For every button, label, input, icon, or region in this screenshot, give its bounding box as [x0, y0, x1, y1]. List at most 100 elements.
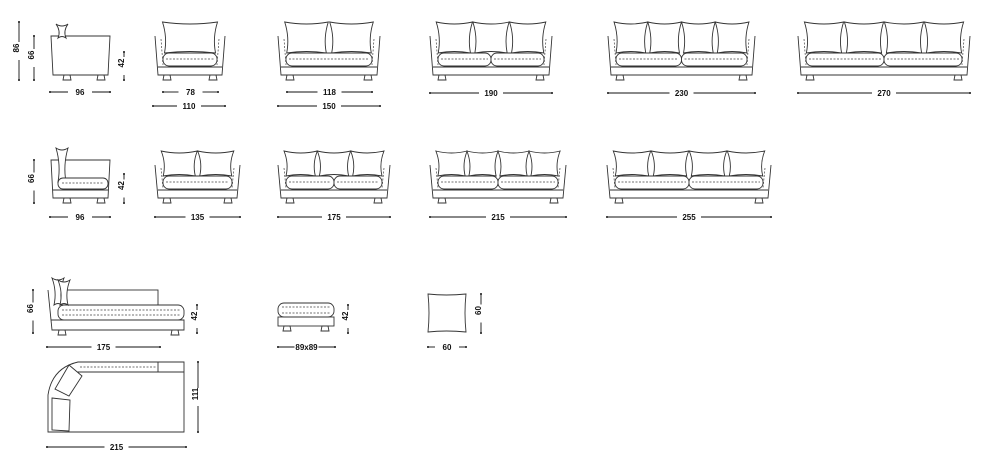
sofa-frame	[607, 35, 756, 76]
back-pillow	[726, 150, 766, 177]
foot	[162, 197, 172, 204]
dimension-label: 110	[183, 102, 196, 111]
dimension-tick	[224, 105, 226, 107]
dimension-tick	[379, 105, 381, 107]
dimension-height: 42	[190, 304, 199, 334]
dimension-tick	[754, 92, 756, 94]
dimension-tick	[334, 346, 336, 348]
seat-cushion	[883, 52, 963, 67]
dimension-label: 255	[682, 213, 696, 222]
dimension-label: 42	[341, 311, 350, 320]
foot	[96, 74, 106, 81]
dimension-tick	[109, 216, 111, 218]
chaise-side-view	[47, 276, 185, 336]
dimension-label: 111	[191, 387, 200, 400]
sofa-frame	[277, 35, 381, 76]
dimension-tick	[286, 91, 288, 93]
dimension-label: 42	[190, 311, 199, 320]
foot	[282, 325, 292, 332]
seat-cushion	[437, 175, 499, 190]
dimension-tick	[33, 202, 35, 204]
sofa-230-front	[607, 21, 756, 81]
seat-cushion	[614, 175, 690, 190]
dimension-tick	[123, 202, 125, 204]
dimension-tick	[217, 91, 219, 93]
dimension-tick	[347, 332, 349, 334]
back-pillow	[316, 150, 352, 177]
dimension-tick	[607, 92, 609, 94]
dimension-tick	[606, 216, 608, 218]
dimension-height: 111	[191, 361, 200, 433]
dimension-label: 118	[323, 88, 336, 97]
dimension-width: 175	[46, 343, 161, 352]
dimension-tick	[18, 79, 20, 81]
side-view-armchair	[50, 23, 111, 81]
dimension-height: 60	[474, 293, 483, 334]
sofa-190-front	[429, 21, 553, 81]
sofa-215-front	[429, 150, 567, 204]
dimension-tick	[109, 91, 111, 93]
dimension-width: 110	[152, 102, 226, 111]
dimension-tick	[49, 216, 51, 218]
dimension-width: 60	[427, 343, 467, 352]
foot	[373, 197, 383, 204]
dimension-tick	[196, 304, 198, 306]
dimension-tick	[123, 173, 125, 175]
dimension-label: 175	[327, 213, 341, 222]
arm-stitch	[762, 167, 766, 189]
back-pillow	[680, 21, 716, 54]
foot	[615, 74, 625, 81]
ottoman-base	[277, 316, 335, 327]
dimension-label: 60	[474, 306, 483, 315]
back-pillow	[714, 21, 750, 54]
dimension-height: 86	[12, 21, 21, 81]
back-pillow	[472, 21, 510, 54]
foot	[363, 74, 373, 81]
seat-cushion	[681, 52, 748, 67]
back-pillow	[57, 278, 71, 307]
back-pillow	[508, 21, 547, 54]
dimension-width: 78	[162, 88, 219, 97]
dimension-tick	[239, 216, 241, 218]
seat-cushion	[162, 175, 233, 190]
back-pillow	[923, 21, 965, 54]
dimension-tick	[32, 289, 34, 291]
sofa-frame	[797, 35, 971, 76]
sofa-135-front	[154, 150, 241, 204]
back-pillow	[160, 150, 199, 177]
back-pillow	[612, 150, 652, 177]
foot	[62, 74, 72, 81]
dimension-tick	[197, 361, 199, 363]
foot	[437, 197, 447, 204]
dimension-label: 96	[76, 213, 85, 222]
dimension-tick	[196, 332, 198, 334]
back-pillow	[803, 21, 845, 54]
dimension-width: 190	[429, 89, 553, 98]
dimension-height: 66	[27, 159, 36, 204]
dimension-tick	[480, 293, 482, 295]
back-pillow	[650, 150, 690, 177]
armchair-front	[154, 21, 226, 81]
sofa-frame	[429, 35, 553, 76]
dimension-width: 135	[154, 213, 241, 222]
sofa-frame	[277, 164, 391, 199]
seat-cushion	[333, 175, 383, 190]
dimension-tick	[33, 35, 35, 37]
dimension-tick	[185, 446, 187, 448]
back-pillow	[196, 150, 235, 177]
dimension-label: 89x89	[295, 343, 318, 352]
dimension-height: 42	[117, 173, 126, 204]
sofa-175-front	[277, 150, 391, 204]
dimension-label: 270	[877, 89, 891, 98]
dimension-label: 66	[26, 304, 35, 313]
dimension-label: 66	[27, 50, 36, 59]
foot	[57, 329, 67, 336]
dimension-label: 78	[186, 88, 195, 97]
back-pillow	[284, 21, 329, 54]
dimension-tick	[465, 346, 467, 348]
dimension-height: 66	[26, 289, 35, 334]
dimension-tick	[123, 79, 125, 81]
back-pillow	[283, 150, 319, 177]
arm-stitch	[557, 167, 561, 189]
foot	[549, 197, 559, 204]
